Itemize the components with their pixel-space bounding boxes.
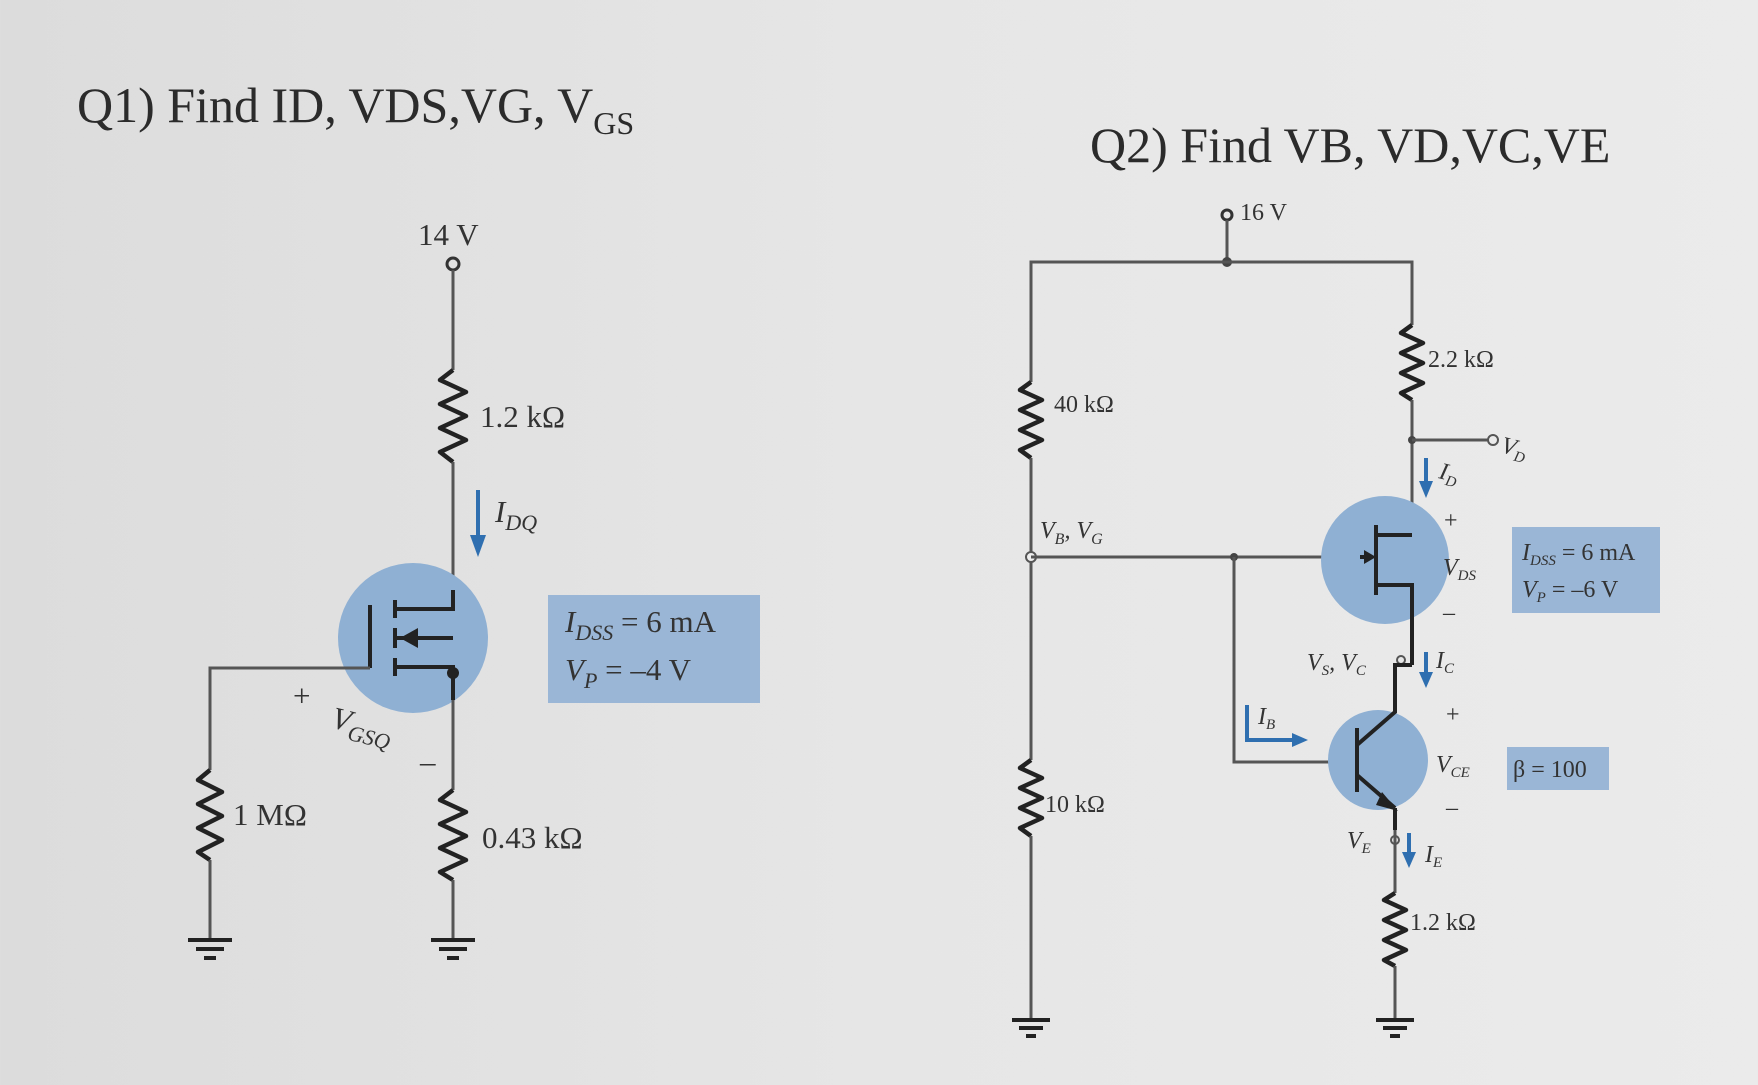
q1-idq-arrowhead [470, 535, 486, 557]
q2-jfet-arrow [1364, 550, 1376, 564]
q2-vce-label: VCE [1436, 752, 1470, 781]
q1-rd-label: 1.2 kΩ [480, 399, 565, 434]
q2-vd-label: VD [1498, 433, 1530, 467]
q2-id-label: ID [1435, 458, 1461, 491]
q2-idss-label: IDSS = 6 mA [1521, 540, 1636, 569]
q2-vds-label: VDS [1443, 555, 1477, 584]
q2-beta-box [1507, 747, 1609, 790]
q2-vsvc-label: VS, VC [1307, 650, 1367, 679]
q2-r1-resistor [1017, 380, 1045, 460]
q1-mosfet-drain [395, 590, 455, 611]
q1-supply-terminal [445, 256, 461, 272]
q2-rd-label: 2.2 kΩ [1428, 347, 1494, 373]
q1-mosfet-arrow [400, 628, 418, 648]
q2-title: Q2) Find VB, VD,VC,VE [1090, 117, 1610, 173]
q2-ie-arrowhead [1402, 852, 1416, 868]
q2-r2-label: 10 kΩ [1045, 792, 1105, 818]
q1-rd-resistor [437, 368, 469, 464]
q1-ground-s [431, 938, 475, 960]
q2-vds-plus: + [1444, 508, 1458, 534]
q2-supply-terminal [1220, 208, 1234, 222]
q1-params-box [548, 595, 760, 703]
q1-rs-resistor [437, 788, 469, 882]
q2-ground-left [1012, 1018, 1050, 1038]
q2-bjt-collector [1355, 663, 1412, 747]
q2-ground-right [1376, 1018, 1414, 1038]
q1-idq-label: IDQ [494, 494, 537, 535]
q2-vbvg-label: VB, VG [1040, 518, 1103, 548]
q2-circuit: Q2) Find VB, VD,VC,VE 16 V 40 kΩ VB, VG … [1012, 117, 1660, 1038]
q2-base-wire [1232, 557, 1357, 764]
q2-jfet-highlight [1321, 496, 1449, 624]
q2-ve-label: VE [1347, 828, 1371, 857]
q2-re-label: 1.2 kΩ [1410, 910, 1476, 936]
q1-ground-g [188, 938, 232, 960]
q2-r1-label: 40 kΩ [1054, 392, 1114, 418]
q1-vp-label: VP = –4 V [565, 652, 692, 693]
q2-jfet-source [1376, 583, 1414, 665]
q1-node [447, 667, 459, 679]
q2-rd-resistor [1398, 323, 1426, 402]
q2-vce-minus: – [1445, 795, 1459, 821]
q2-beta-label: β = 100 [1513, 757, 1587, 783]
q2-re-resistor [1381, 891, 1409, 968]
q1-rg-label: 1 MΩ [233, 797, 307, 832]
q2-r2-resistor [1017, 758, 1045, 838]
q2-vd-terminal [1487, 434, 1499, 446]
q1-circuit: Q1) Find ID, VDS,VG, VGS 14 V 1.2 kΩ IDQ… [77, 77, 760, 960]
q1-rg-resistor [195, 768, 225, 862]
q2-bjt-arrow [1376, 792, 1398, 811]
q1-vgsq-minus: – [419, 744, 436, 779]
q2-id-arrowhead [1419, 481, 1433, 498]
q1-vgsq-plus: + [293, 678, 310, 713]
q1-supply-label: 14 V [418, 217, 479, 252]
q2-ie-label: IE [1424, 842, 1442, 871]
q2-ib-arrow [1245, 705, 1295, 742]
q2-ib-label: IB [1257, 704, 1275, 733]
q1-idss-label: IDSS = 6 mA [564, 604, 717, 645]
q2-vce-plus: + [1446, 702, 1460, 728]
q2-vds-minus: – [1442, 600, 1456, 626]
q2-ic-arrowhead [1419, 672, 1433, 688]
q2-ib-arrowhead [1292, 733, 1308, 747]
q1-gate-wire [208, 666, 370, 770]
q2-vc-node [1396, 655, 1406, 665]
q2-params-box [1512, 527, 1660, 613]
q2-top-rail [1029, 260, 1414, 382]
q1-title: Q1) Find ID, VDS,VG, VGS [77, 77, 634, 141]
q2-ic-label: IC [1435, 648, 1455, 677]
q2-supply-label: 16 V [1240, 200, 1288, 226]
q2-bjt-highlight [1328, 710, 1428, 810]
q2-vp-label: VP = –6 V [1522, 577, 1619, 606]
q1-rs-label: 0.43 kΩ [482, 820, 583, 855]
